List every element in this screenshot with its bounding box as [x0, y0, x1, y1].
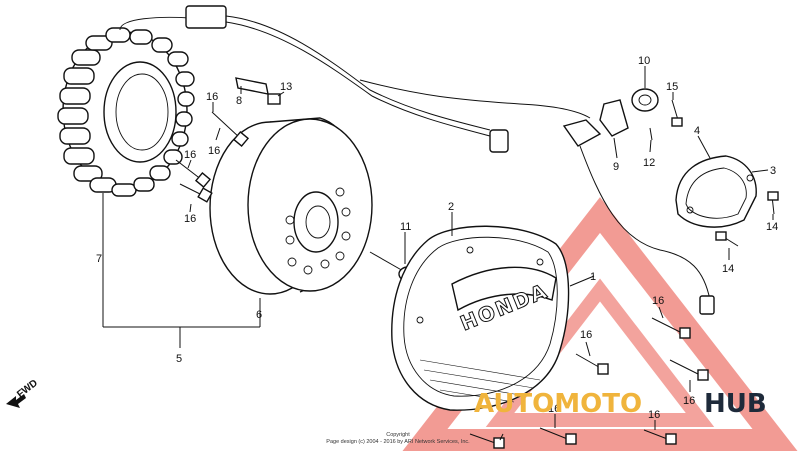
callout-7: 7: [96, 253, 102, 265]
copyright-notice: Copyright Page design (c) 2004 - 2016 by…: [326, 432, 470, 445]
callout-1: 1: [590, 271, 596, 283]
callout-12: 12: [643, 157, 655, 169]
cover-bolts: [715, 191, 779, 247]
forward-arrow-icon: FWD: [6, 378, 40, 408]
callout-16-d: 16: [184, 213, 196, 225]
watermark-part1: AUTOMOTO: [474, 389, 642, 419]
callout-4: 4: [694, 125, 700, 137]
cable-clamp: [235, 77, 281, 105]
callout-11: 11: [400, 221, 411, 233]
forward-label: FWD: [15, 378, 40, 401]
callout-5: 5: [176, 353, 182, 365]
callout-15: 15: [666, 81, 678, 93]
callout-6: 6: [256, 309, 262, 321]
stator-bolts: [175, 111, 250, 203]
flywheel-rotor: [209, 117, 373, 295]
callout-16-i: 16: [648, 409, 660, 421]
small-bolts: [649, 99, 683, 141]
callout-16-f: 16: [580, 329, 592, 341]
callout-3: 3: [770, 165, 776, 177]
callout-2: 2: [448, 201, 454, 213]
leader-lines: [102, 66, 774, 441]
callout-16-b: 16: [208, 145, 220, 157]
callout-16-a: 16: [206, 91, 218, 103]
left-crankcase-cover: HONDA: [391, 225, 570, 411]
crankcase-cover-bolts: [469, 317, 709, 449]
callout-8: 8: [236, 95, 242, 107]
callout-16-e: 16: [652, 295, 664, 307]
copyright-line-1: Copyright: [386, 432, 410, 438]
copyright-line-2: Page design (c) 2004 - 2016 by ARI Netwo…: [326, 439, 470, 445]
callout-13: 13: [280, 81, 292, 93]
callout-16-c: 16: [184, 149, 196, 161]
callout-14-upper: 14: [766, 221, 778, 233]
stator-wire-harness: [119, 5, 591, 153]
callout-9: 9: [613, 161, 619, 173]
stator-coil: [57, 27, 195, 197]
callout-labels: 1 2 3 4 5 6 7 8 9 10 11 12 13 14 14 15 1…: [96, 55, 778, 421]
pulse-generator: [562, 99, 715, 315]
watermark-part2: HUB: [704, 389, 767, 419]
watermark-text: AUTOMOTO HUB: [474, 389, 767, 419]
callout-10: 10: [638, 55, 650, 67]
callout-14-lower: 14: [722, 263, 734, 275]
grommet: [631, 88, 659, 112]
pulse-generator-cover: [675, 155, 757, 228]
callout-16-g: 16: [683, 395, 695, 407]
callout-16-h: 16: [548, 403, 560, 415]
